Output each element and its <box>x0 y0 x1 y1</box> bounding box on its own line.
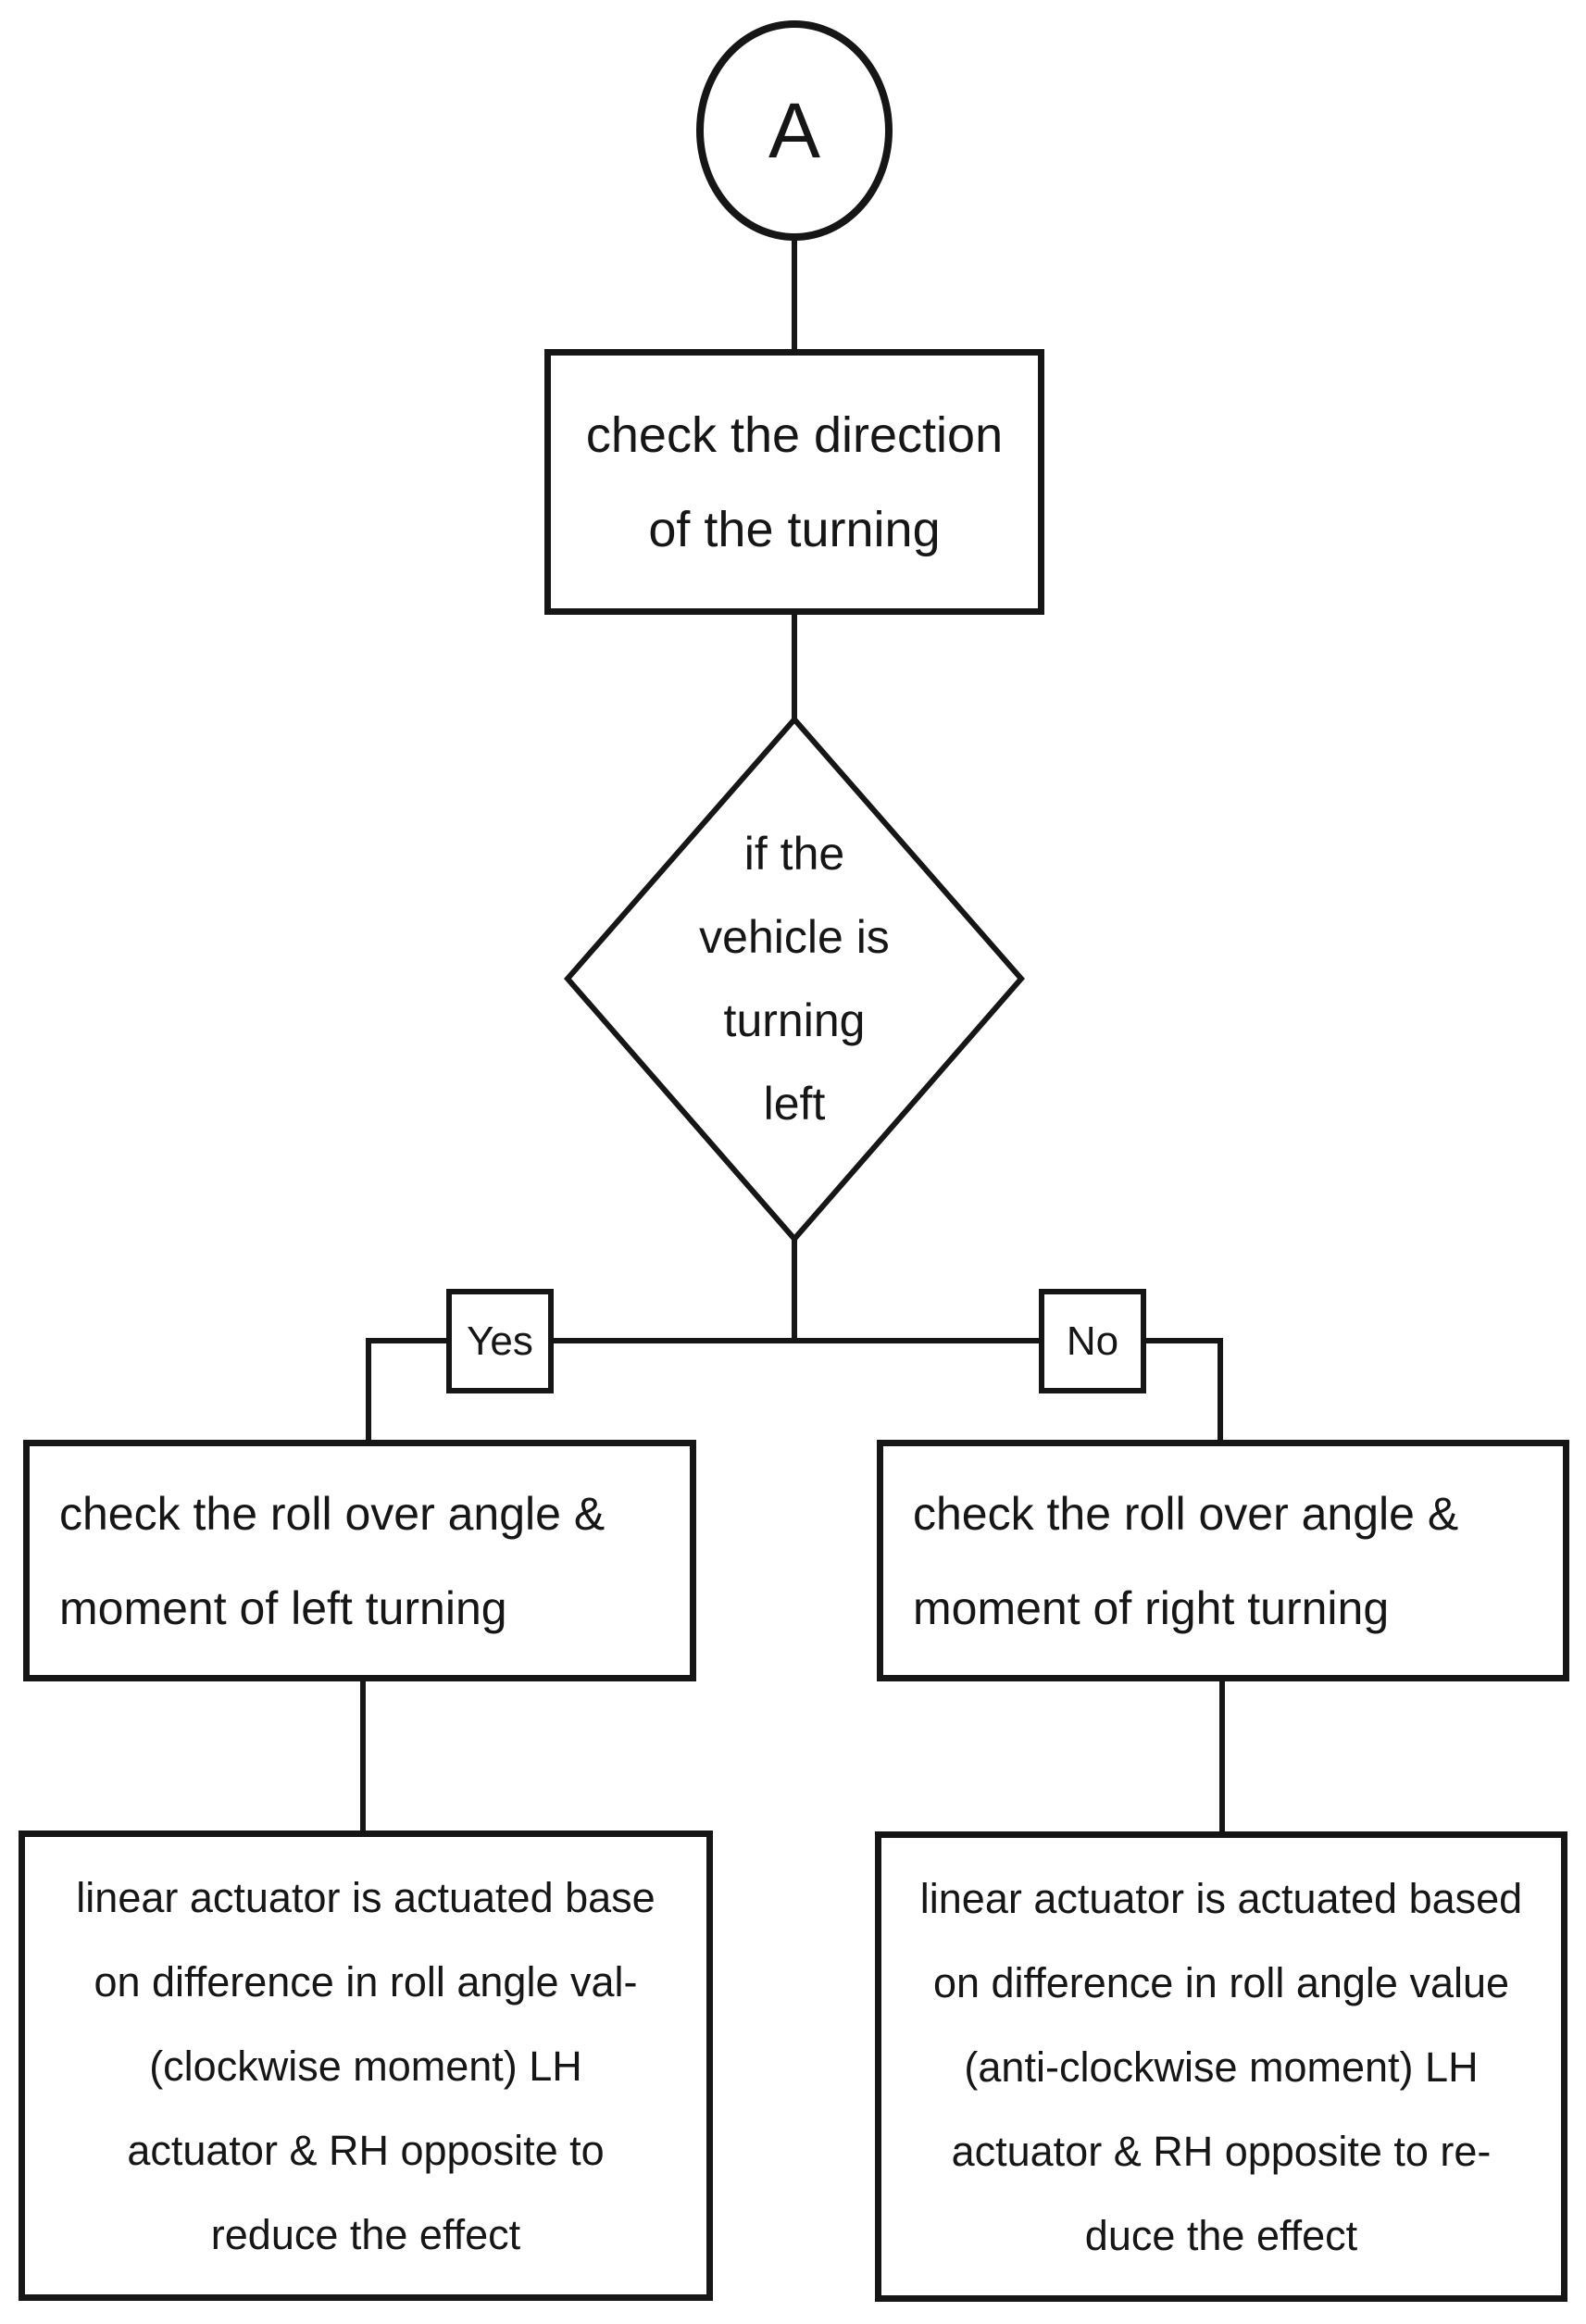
process-actuate-left-text: linear actuator is actuated base on diff… <box>76 1873 656 2258</box>
decision-turning-left: if the vehicle is turning left <box>699 828 890 1130</box>
start-connector-label: A <box>768 86 821 174</box>
process-check-left-turning: check the roll over angle & moment of le… <box>23 1440 696 1681</box>
branch-label-no-text: No <box>1066 1318 1119 1364</box>
process-check-right-turning-text: check the roll over angle & moment of ri… <box>913 1487 1459 1634</box>
branch-label-yes-text: Yes <box>467 1318 533 1364</box>
branch-label-yes: Yes <box>446 1289 554 1393</box>
process-actuate-right: linear actuator is actuated based on dif… <box>875 1831 1567 2302</box>
process-check-left-turning-text: check the roll over angle & moment of le… <box>59 1487 606 1634</box>
branch-label-no: No <box>1039 1289 1146 1393</box>
start-connector-a: A <box>696 20 893 241</box>
process-check-right-turning: check the roll over angle & moment of ri… <box>877 1440 1569 1681</box>
process-actuate-left: linear actuator is actuated base on diff… <box>19 1830 713 2301</box>
process-check-direction-text: check the direction of the turning <box>585 406 1004 557</box>
process-actuate-right-text: linear actuator is actuated based on dif… <box>919 1874 1523 2259</box>
decision-diamond-shape <box>564 715 1025 1243</box>
process-check-direction: check the direction of the turning <box>544 349 1044 615</box>
